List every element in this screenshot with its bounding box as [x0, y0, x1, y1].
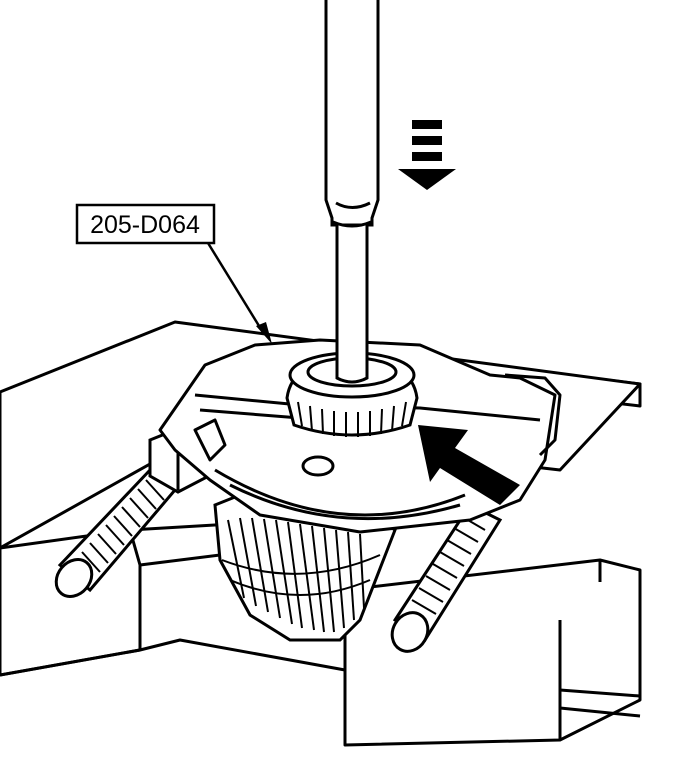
press-ram — [324, 0, 380, 384]
leader-arrowhead — [256, 322, 272, 344]
arrow-diagonal-icon — [418, 425, 520, 505]
tool-callout: 205-D064 — [75, 203, 272, 344]
tool-number-label: 205-D064 — [90, 211, 200, 239]
callout-box — [75, 203, 216, 245]
leader-line — [206, 242, 266, 335]
arrow-down-icon — [398, 120, 456, 190]
threaded-rod-right — [390, 503, 503, 653]
